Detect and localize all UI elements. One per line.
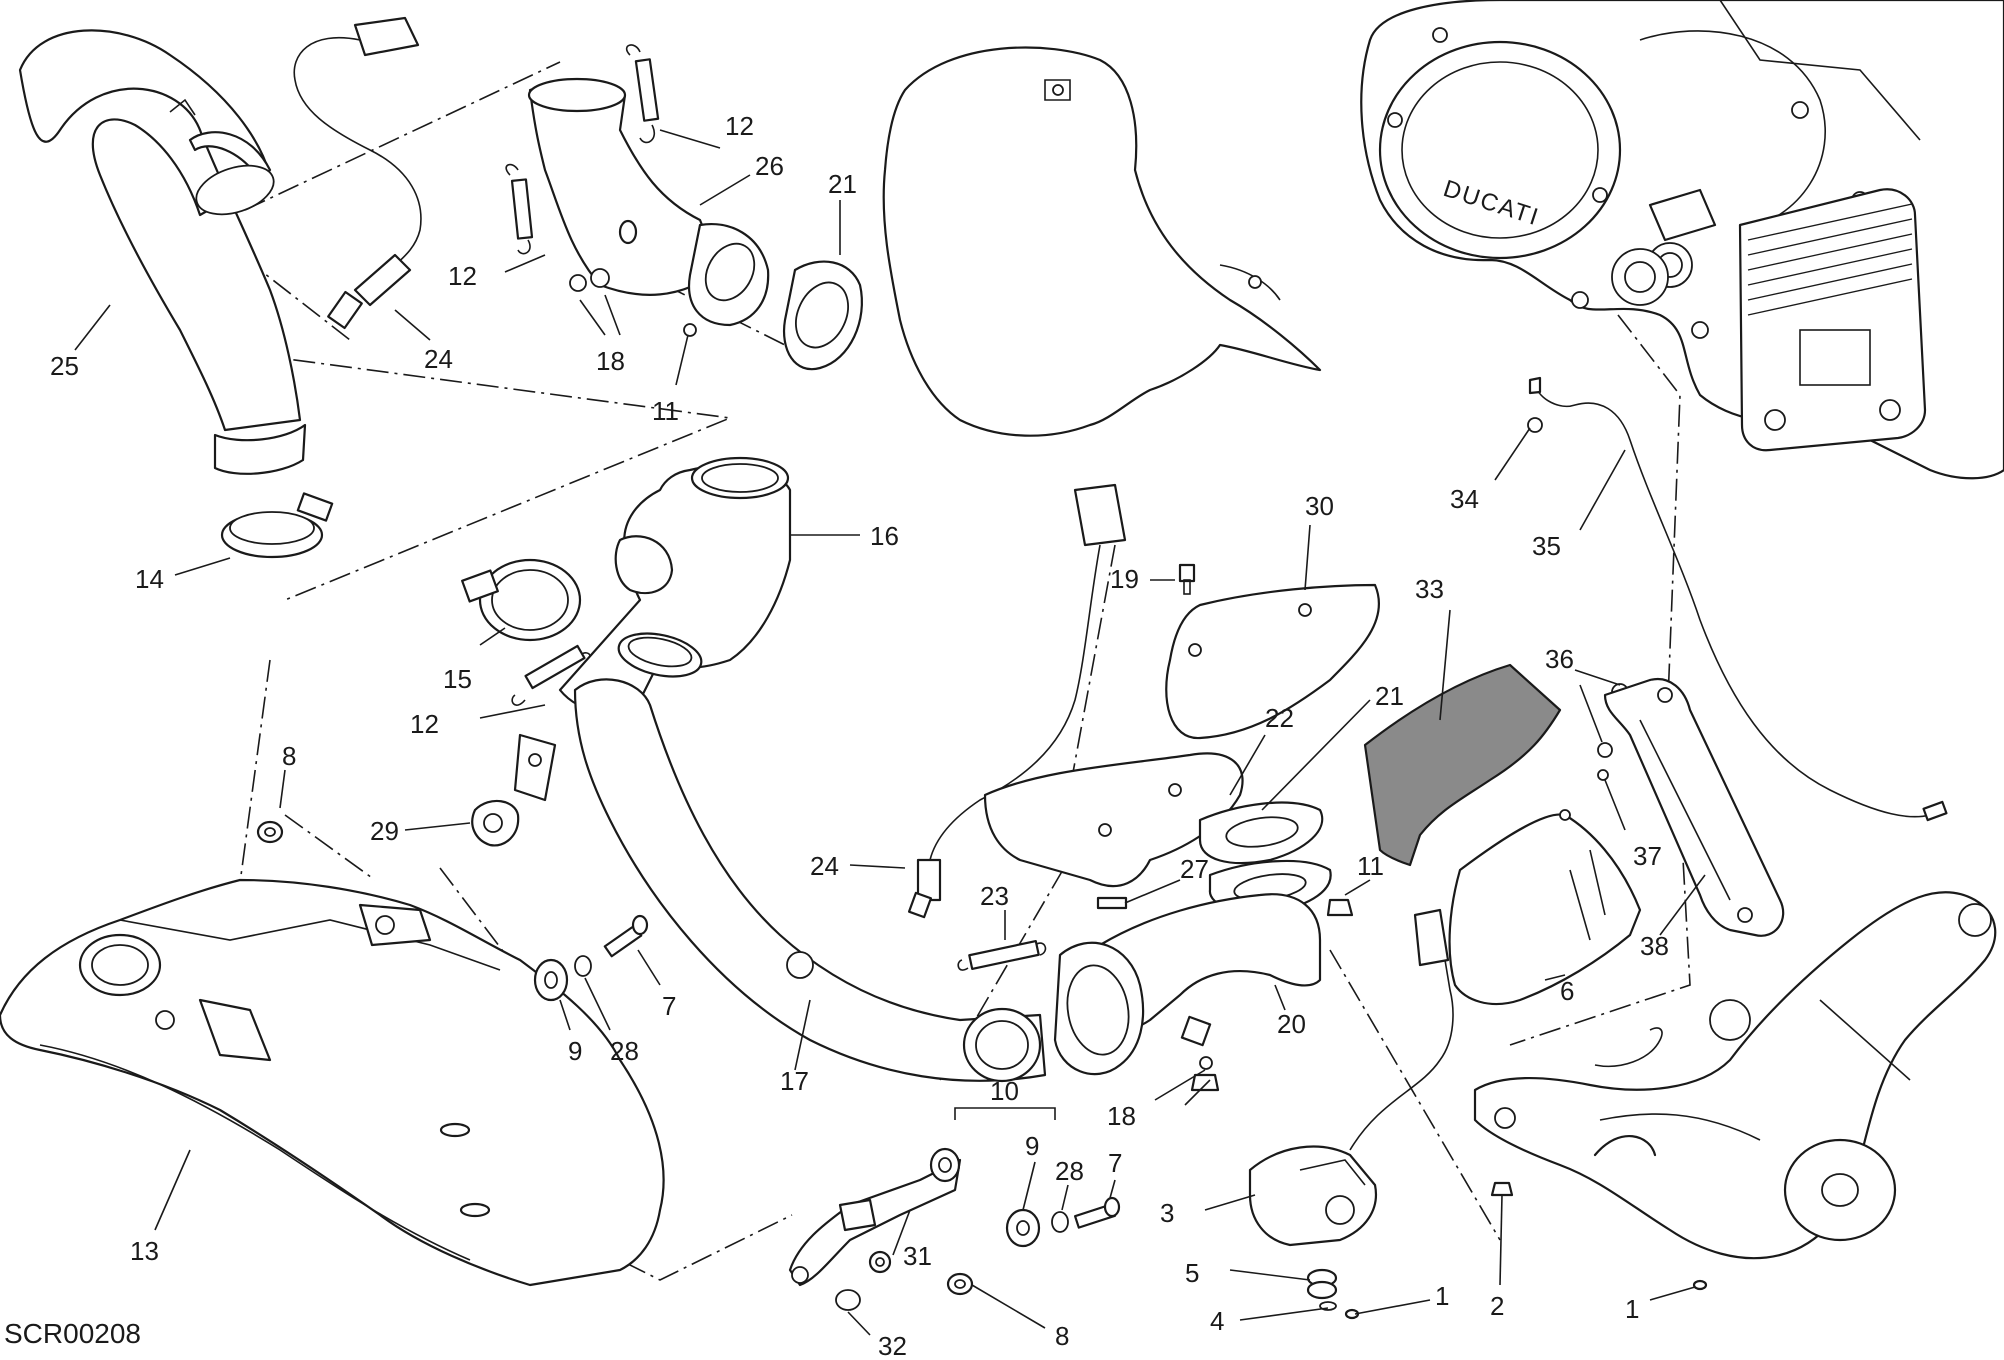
grommet-8-bottom	[946, 1272, 974, 1296]
label-12-mid: 12	[448, 261, 477, 291]
label-18-top: 18	[596, 346, 625, 376]
label-37: 37	[1633, 841, 1662, 871]
label-19: 19	[1110, 564, 1139, 594]
bolt-7-left	[603, 914, 649, 958]
label-27: 27	[1180, 854, 1209, 884]
label-26: 26	[755, 151, 784, 181]
label-30: 30	[1305, 491, 1334, 521]
spring-top	[625, 44, 660, 144]
rubber-grommet-9-lower	[1005, 1208, 1041, 1248]
label-23: 23	[980, 881, 1009, 911]
label-32: 32	[878, 1331, 907, 1360]
label-31: 31	[903, 1241, 932, 1271]
label-35: 35	[1532, 531, 1561, 561]
washer-28-lower	[1051, 1211, 1069, 1233]
clip-27	[1096, 896, 1128, 910]
valve-cover-dark	[1363, 663, 1562, 867]
leader-lines	[74, 129, 1706, 1336]
cable-tie	[1594, 1027, 1663, 1067]
label-36: 36	[1545, 644, 1574, 674]
label-5: 5	[1185, 1258, 1199, 1288]
label-3: 3	[1160, 1198, 1174, 1228]
label-7-lower: 7	[1108, 1148, 1122, 1178]
washer-set-top	[569, 219, 697, 337]
lambda-sensor-lower	[907, 483, 1127, 919]
spring-center	[957, 939, 1047, 971]
label-14: 14	[135, 564, 164, 594]
label-34: 34	[1450, 484, 1479, 514]
label-13: 13	[130, 1236, 159, 1266]
front-header-pipe	[18, 29, 307, 475]
label-17: 17	[780, 1066, 809, 1096]
oil-cooler	[1738, 188, 1927, 452]
bolt-top	[1178, 563, 1196, 595]
bolt-7-lower	[1073, 1196, 1121, 1229]
washer-set-lower	[1190, 1056, 1220, 1092]
label-1-right: 1	[1625, 1294, 1639, 1324]
label-9-lower: 9	[1025, 1131, 1039, 1161]
label-10: 10	[990, 1076, 1019, 1106]
label-12-lower: 12	[410, 709, 439, 739]
screw-1-right	[1692, 1279, 1708, 1291]
heat-shield-upper	[1165, 583, 1381, 740]
label-6: 6	[1560, 976, 1574, 1006]
rear-elbow-pipe	[1053, 893, 1322, 1076]
exhaust-gasket-top	[782, 260, 863, 371]
rubber-grommet-9-left	[533, 958, 569, 1002]
nut-11-middle	[1326, 898, 1354, 917]
label-9-left: 9	[568, 1036, 582, 1066]
mounting-bracket-38	[1603, 677, 1785, 937]
muffler-hanger-bracket	[788, 1147, 962, 1287]
grommet-8-top	[256, 820, 284, 844]
rubber-mount-bracket	[471, 733, 557, 847]
lambda-sensor-upper	[293, 16, 422, 330]
label-12-top: 12	[725, 111, 754, 141]
label-33: 33	[1415, 574, 1444, 604]
label-16: 16	[870, 521, 899, 551]
diagram-code: SCR00208	[4, 1318, 141, 1349]
label-38: 38	[1640, 931, 1669, 961]
spring-mid	[505, 163, 534, 255]
label-24-lower: 24	[810, 851, 839, 881]
label-22: 22	[1265, 703, 1294, 733]
nut-31	[868, 1250, 892, 1274]
label-11-top: 11	[652, 396, 679, 426]
pipe-clamp-middle	[461, 558, 582, 642]
grommet-5	[1306, 1268, 1338, 1300]
label-28-lower: 28	[1055, 1156, 1084, 1186]
label-25: 25	[50, 351, 79, 381]
label-20: 20	[1277, 1009, 1306, 1039]
front-connecting-pipe	[527, 77, 770, 327]
label-8-top: 8	[282, 741, 296, 771]
label-29: 29	[370, 816, 399, 846]
label-24-upper: 24	[424, 344, 453, 374]
nut-34	[1527, 417, 1543, 433]
y-collector-pipe	[558, 456, 792, 714]
label-2: 2	[1490, 1291, 1504, 1321]
washer-28-left	[574, 955, 592, 977]
washer-32	[835, 1289, 861, 1311]
label-28-left: 28	[610, 1036, 639, 1066]
exhaust-valve-servo-motor	[1248, 908, 1454, 1247]
label-1-left: 1	[1435, 1281, 1449, 1311]
cable-35	[1528, 376, 1948, 822]
screw-2	[1490, 1181, 1514, 1197]
label-4: 4	[1210, 1306, 1224, 1336]
label-18-lower: 18	[1107, 1101, 1136, 1131]
label-11-mid: 11	[1357, 851, 1384, 881]
label-21-mid: 21	[1375, 681, 1404, 711]
part-number-labels: 25 24 12 12 26 21 18 11 14 16 15 12 8 29…	[4, 111, 1669, 1360]
label-15: 15	[443, 664, 472, 694]
label-7-left: 7	[662, 991, 676, 1021]
label-8-bottom: 8	[1055, 1321, 1069, 1351]
rear-subframe-bracket	[1473, 891, 1997, 1260]
pipe-clamp-upper	[220, 492, 334, 559]
engine-heat-shield	[882, 46, 1322, 437]
silencer-muffler	[0, 878, 665, 1287]
valve-cover-lower	[1448, 809, 1642, 1005]
label-21-top: 21	[828, 169, 857, 199]
